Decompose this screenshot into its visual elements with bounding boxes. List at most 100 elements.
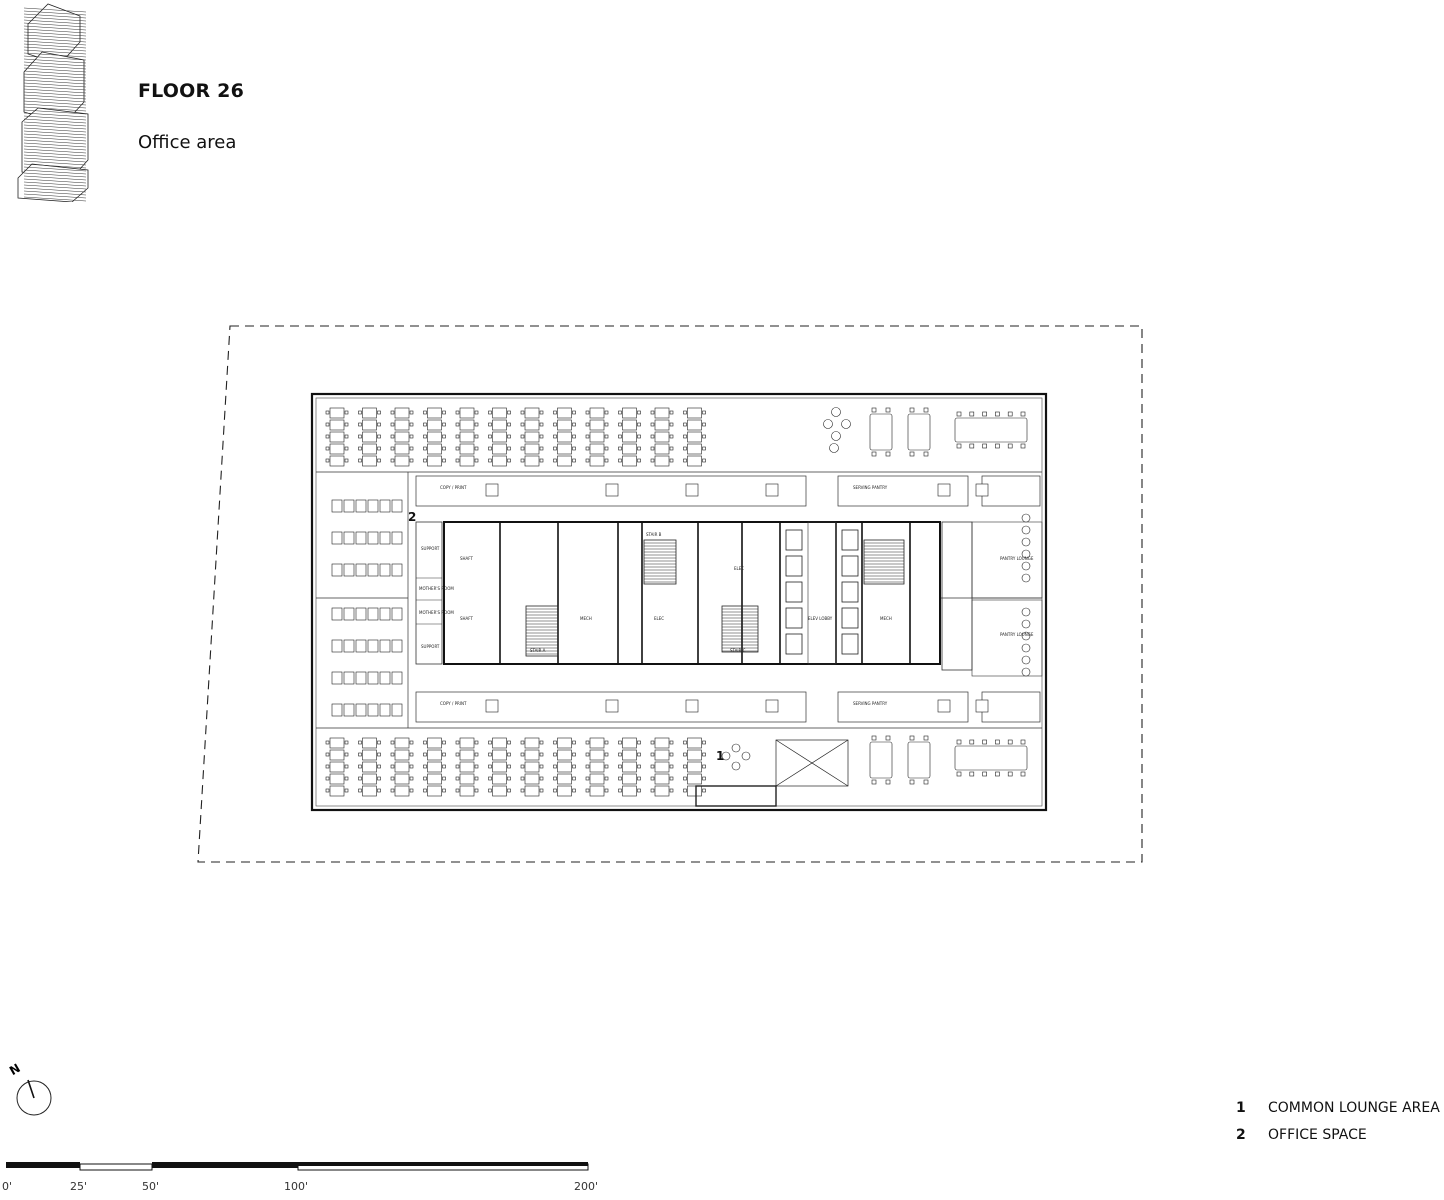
- lounge-chair: [831, 431, 841, 441]
- scale-tick-0: 0': [2, 1180, 13, 1193]
- legend-number: 2: [1236, 1126, 1246, 1143]
- meeting-table: [954, 739, 1028, 777]
- lounge-chair: [731, 761, 741, 771]
- cafe-chair: [1021, 561, 1031, 571]
- workstation-cluster: [423, 737, 446, 797]
- elevator-cab: [785, 555, 803, 577]
- elevator-cab: [785, 607, 803, 629]
- workstation-cluster: [585, 407, 609, 467]
- room-label-stair-c: STAIR C: [730, 648, 746, 653]
- small-meeting-table: [937, 483, 951, 497]
- workstation-cluster: [331, 607, 403, 621]
- key-marker-2: 2: [408, 510, 416, 524]
- lounge-chair: [721, 751, 731, 761]
- workstation-cluster: [683, 737, 706, 797]
- workstation-cluster: [488, 407, 511, 467]
- cafe-chair: [1021, 631, 1031, 641]
- north-arrow-icon: N: [7, 1061, 52, 1116]
- legend-label: COMMON LOUNGE AREA: [1268, 1099, 1440, 1116]
- scale-bar-graphic: [6, 1162, 589, 1171]
- room-label-elev-lobby: ELEV LOBBY: [808, 616, 833, 621]
- elevator-cab: [841, 607, 859, 629]
- elevator-cab: [785, 581, 803, 603]
- scale-tick-50: 50': [142, 1180, 160, 1193]
- north-label: N: [7, 1061, 23, 1078]
- cafe-chair: [1021, 643, 1031, 653]
- scale-tick-25: 25': [70, 1180, 88, 1193]
- workstation-cluster: [455, 407, 479, 467]
- meeting-table: [907, 407, 931, 457]
- small-meeting-table: [485, 699, 499, 713]
- room-label-mech: MECH: [880, 616, 892, 621]
- elevator-cab: [841, 529, 859, 551]
- room-label-serving-pantry: SERVING PANTRY: [853, 485, 888, 490]
- room-label-copy-print: COPY / PRINT: [440, 701, 467, 706]
- small-meeting-table: [765, 699, 779, 713]
- cafe-chair: [1021, 549, 1031, 559]
- elevator-cab: [841, 555, 859, 577]
- meeting-table: [907, 735, 931, 785]
- room-label-support: SUPPORT: [421, 546, 440, 551]
- elevator-cab: [785, 529, 803, 551]
- small-meeting-table: [975, 699, 989, 713]
- room-label-serving-pantry: SERVING PANTRY: [853, 701, 888, 706]
- workstation-cluster: [455, 737, 479, 797]
- room-label-copy-print: COPY / PRINT: [440, 485, 467, 490]
- room-label-mothers-room: MOTHER'S ROOM: [419, 610, 454, 615]
- workstation-cluster: [331, 563, 403, 577]
- workstation-cluster: [325, 407, 349, 467]
- legend-item: 1 COMMON LOUNGE AREA: [1236, 1094, 1440, 1121]
- workstation-cluster: [331, 671, 403, 685]
- workstation-cluster: [683, 407, 706, 467]
- small-meeting-table: [937, 699, 951, 713]
- room-label-stair-b: STAIR B: [646, 532, 662, 537]
- elevator-cab: [841, 581, 859, 603]
- room-label-stair-a: STAIR A: [530, 648, 546, 653]
- small-meeting-table: [485, 483, 499, 497]
- room-label-mech: MECH: [580, 616, 592, 621]
- small-meeting-table: [765, 483, 779, 497]
- workstation-cluster: [650, 407, 674, 467]
- workstation-cluster: [390, 737, 414, 797]
- cafe-chair: [1021, 573, 1031, 583]
- legend-number: 1: [1236, 1099, 1246, 1116]
- cafe-chair: [1021, 525, 1031, 535]
- workstation-cluster: [423, 407, 446, 467]
- room-label-pantry-lounge: PANTRY LOUNGE: [1000, 632, 1034, 637]
- workstation-cluster: [585, 737, 609, 797]
- workstation-cluster: [553, 737, 576, 797]
- workstation-cluster: [488, 737, 511, 797]
- cafe-chair: [1021, 667, 1031, 677]
- workstation-cluster: [650, 737, 674, 797]
- key-marker-1: 1: [716, 749, 724, 763]
- elevator-cab: [841, 633, 859, 655]
- legend-label: OFFICE SPACE: [1268, 1126, 1367, 1143]
- workstation-cluster: [325, 737, 349, 797]
- small-meeting-table: [685, 483, 699, 497]
- room-label-support: SUPPORT: [421, 644, 440, 649]
- room-label-pantry-lounge: PANTRY LOUNGE: [1000, 556, 1034, 561]
- site-boundary: [197, 325, 1143, 863]
- cafe-chair: [1021, 655, 1031, 665]
- meeting-table: [954, 411, 1028, 449]
- meeting-table: [869, 407, 893, 457]
- workstation-cluster: [358, 407, 381, 467]
- workstation-cluster: [331, 531, 403, 545]
- lounge-chair: [731, 743, 741, 753]
- lounge-chair: [823, 419, 833, 429]
- cafe-chair: [1021, 537, 1031, 547]
- workstation-cluster: [520, 737, 544, 797]
- workstation-cluster: [331, 639, 403, 653]
- room-label-mothers-room: MOTHER'S ROOM: [419, 586, 454, 591]
- open-stair: [695, 739, 849, 807]
- lounge-chair: [831, 407, 841, 417]
- small-meeting-table: [685, 699, 699, 713]
- lounge-chair: [841, 419, 851, 429]
- lounge-chair: [741, 751, 751, 761]
- building-core: [415, 521, 1043, 677]
- cafe-chair: [1021, 513, 1031, 523]
- room-label-elec: ELEC: [734, 566, 744, 571]
- workstation-cluster: [618, 737, 641, 797]
- legend-item: 2 OFFICE SPACE: [1236, 1121, 1440, 1148]
- cafe-chair: [1021, 619, 1031, 629]
